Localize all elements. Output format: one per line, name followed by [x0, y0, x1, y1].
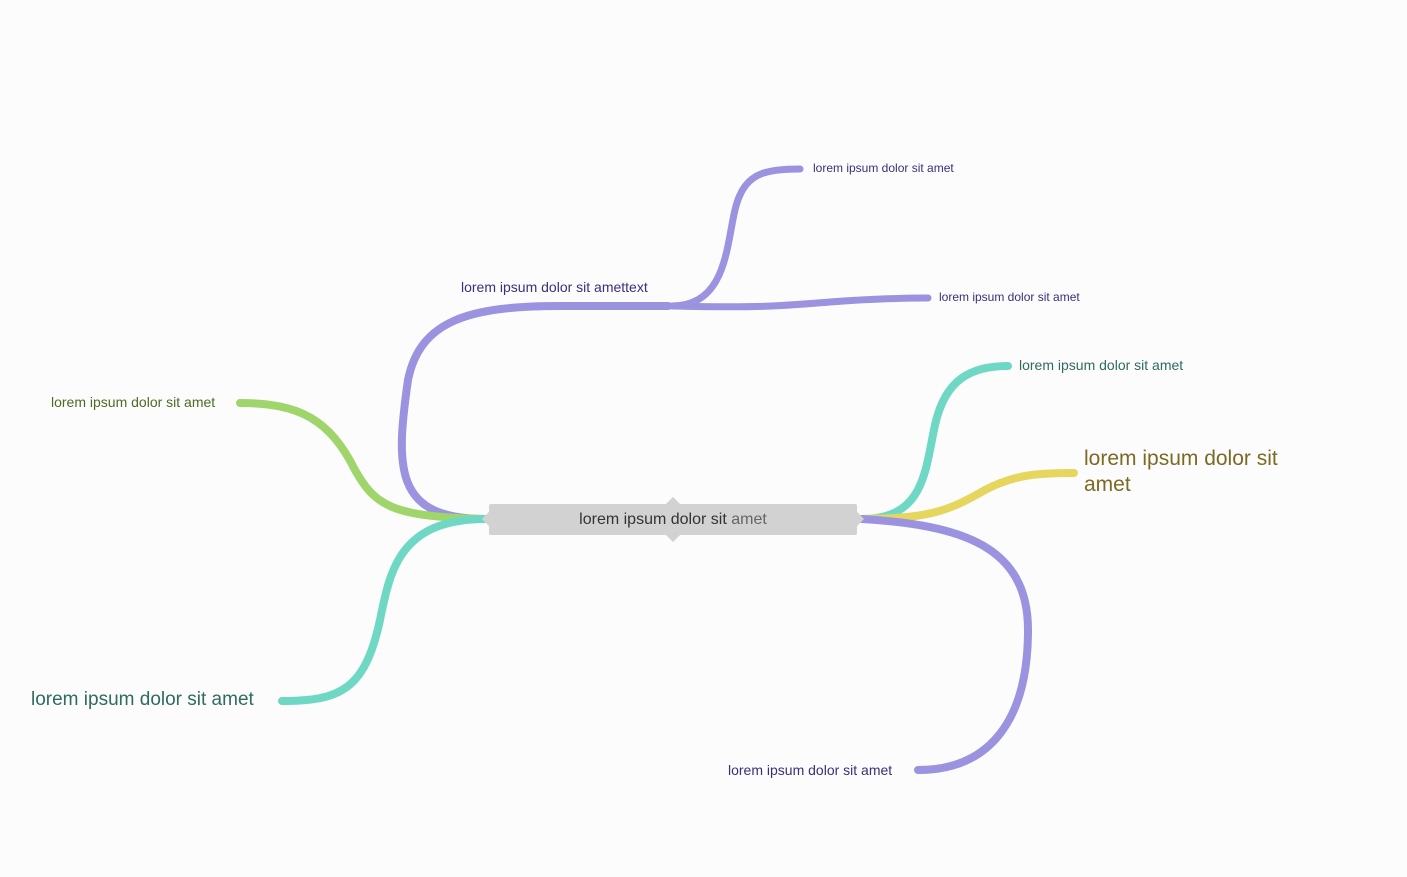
edge-root-left-green [236, 399, 490, 523]
edge-root-right-yellow [858, 469, 1078, 523]
node-right-yellow[interactable]: lorem ipsum dolor sit amet [1084, 447, 1278, 496]
node-left-green[interactable]: lorem ipsum dolor sit amet [51, 394, 216, 410]
root-label-tail: amet [731, 511, 767, 528]
root-label-main: lorem ipsum dolor sit [579, 511, 727, 528]
edge-root-left-teal [278, 515, 490, 705]
node-right-purple[interactable]: lorem ipsum dolor sit amet [728, 762, 893, 778]
edge-top-child-1 [668, 165, 804, 310]
node-top-child-1[interactable]: lorem ipsum dolor sit amet [813, 161, 954, 175]
node-left-teal[interactable]: lorem ipsum dolor sit amet [31, 689, 254, 710]
node-top-branch[interactable]: lorem ipsum dolor sit amettext [461, 279, 648, 295]
root-label: lorem ipsum dolor sit amet [489, 504, 857, 535]
edge-top-child-2 [668, 294, 932, 311]
node-top-child-2[interactable]: lorem ipsum dolor sit amet [939, 290, 1080, 304]
node-right-teal[interactable]: lorem ipsum dolor sit amet [1019, 357, 1184, 373]
edge-root-right-purple [858, 515, 1033, 774]
edge-root-top-branch [397, 302, 672, 523]
edge-root-right-teal [858, 362, 1012, 523]
